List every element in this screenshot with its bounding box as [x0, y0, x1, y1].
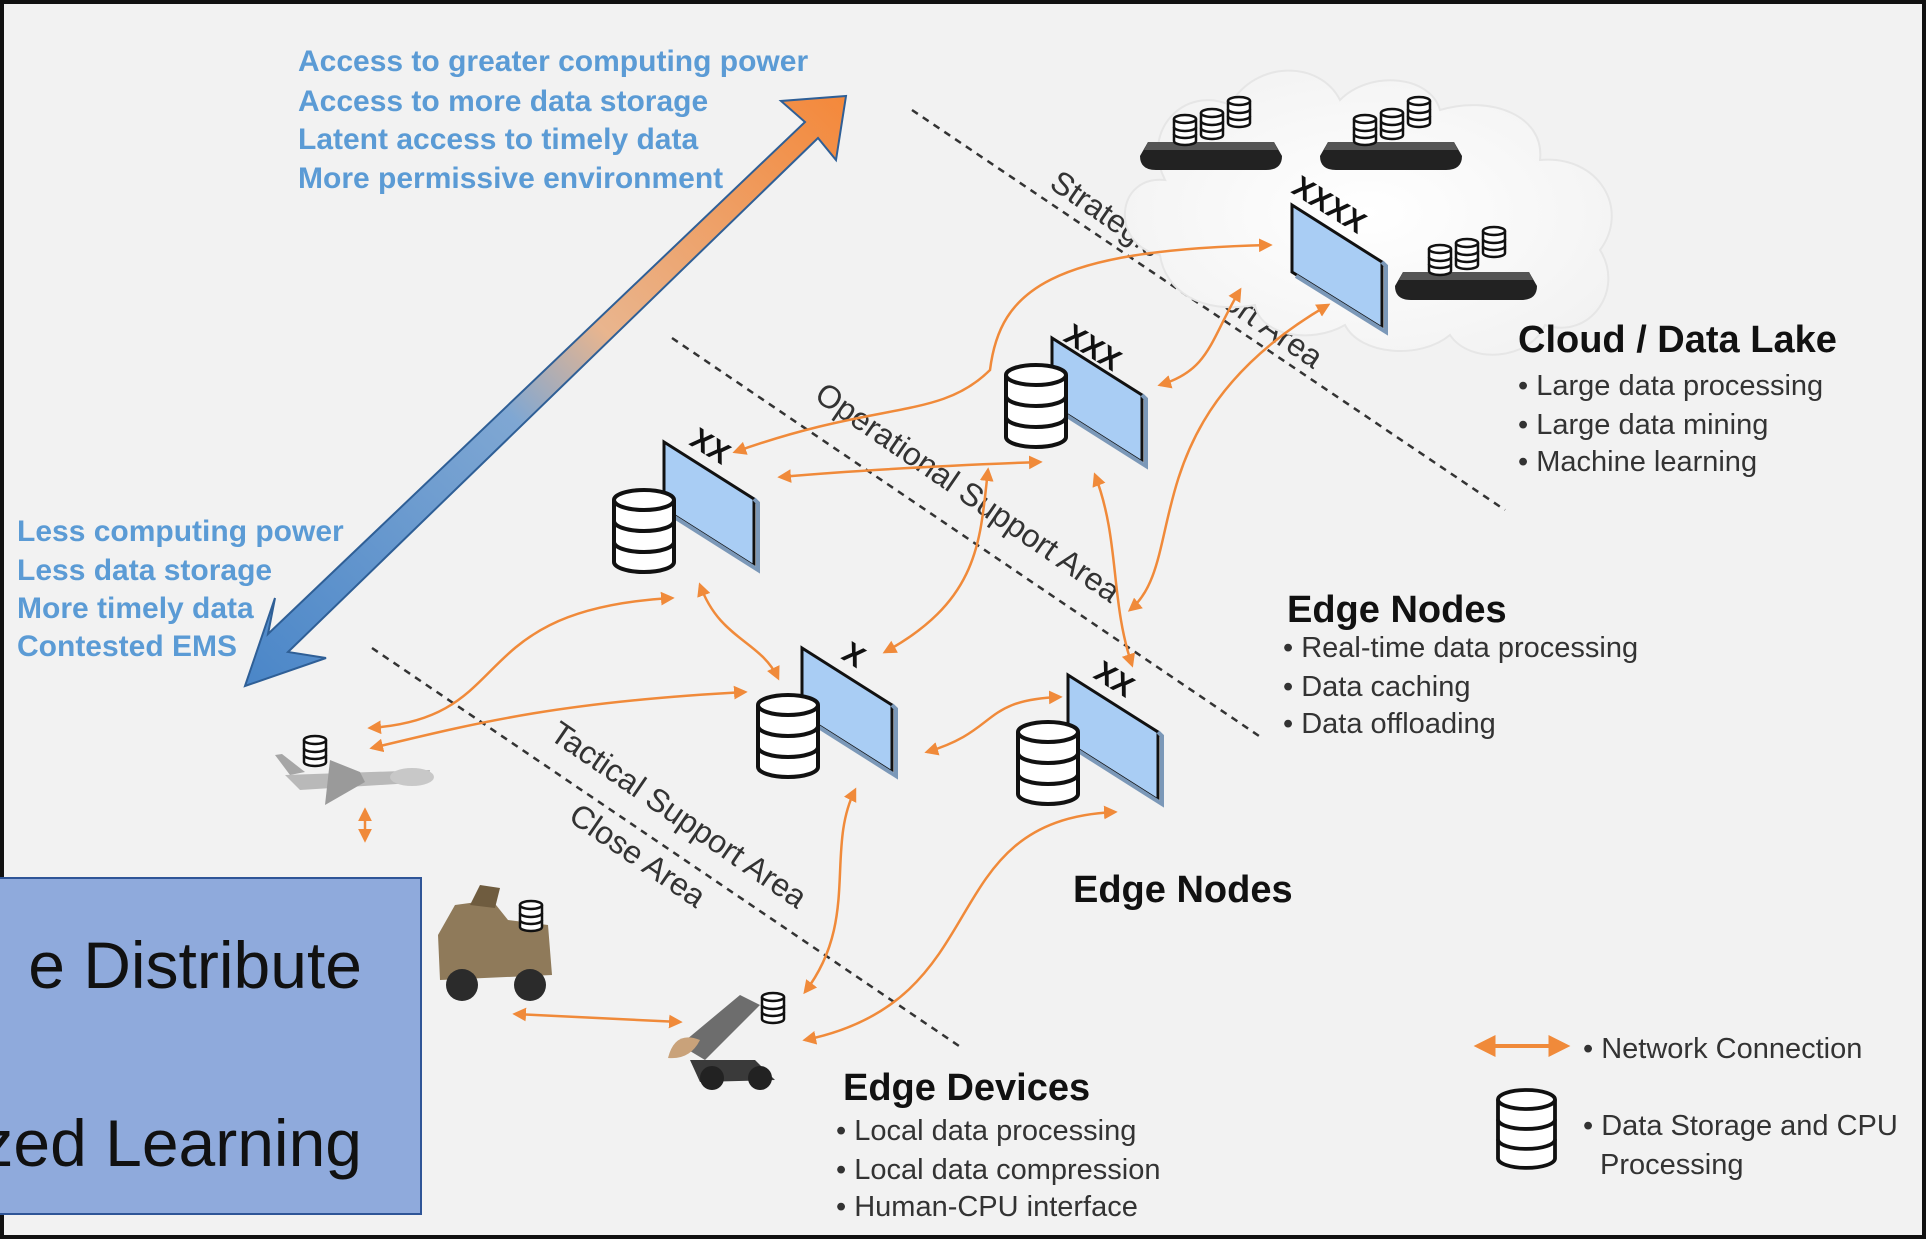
overlay-callout-box: e Distribute zed Learning [0, 877, 422, 1215]
edge-nodes-bullet-1: • Real-time data processing [1283, 632, 1638, 664]
bottom-label-4: Contested EMS [17, 630, 237, 663]
bottom-label-2: Less data storage [17, 554, 272, 587]
edge-nodes-title: Edge Nodes [1287, 589, 1507, 631]
legend-storage-label-2: Processing [1600, 1149, 1743, 1181]
overlay-line-2: zed Learning [0, 1106, 362, 1180]
legend-storage-icon [1496, 1088, 1557, 1170]
legend-storage-label-1: • Data Storage and CPU [1583, 1110, 1898, 1142]
top-label-1: Access to greater computing power [298, 45, 808, 78]
overlay-line-1: e Distribute [28, 928, 362, 1002]
top-label-2: Access to more data storage [298, 85, 708, 118]
drone-icon [275, 734, 434, 805]
upper-left-storage [612, 488, 676, 574]
edge-nodes-bullet-3: • Data offloading [1283, 708, 1496, 740]
missile-launcher-icon [668, 991, 786, 1090]
network-connections [358, 238, 1331, 1045]
edge-devices-bullet-1: • Local data processing [836, 1115, 1136, 1147]
edge-nodes-lower-title: Edge Nodes [1073, 869, 1293, 911]
bottom-gradient-labels: Less computing power Less data storage M… [17, 515, 344, 663]
edge-nodes-bullet-2: • Data caching [1283, 671, 1470, 703]
operational-storage [1004, 363, 1068, 449]
edge-devices-title: Edge Devices [843, 1067, 1090, 1109]
cloud-bullet-2: • Large data mining [1518, 409, 1768, 441]
legend-network-label: • Network Connection [1583, 1033, 1862, 1065]
edge-devices-bullet-3: • Human-CPU interface [836, 1191, 1138, 1223]
vehicle-icon [438, 885, 552, 1001]
top-label-4: More permissive environment [298, 162, 723, 195]
edge-devices-bullet-2: • Local data compression [836, 1154, 1161, 1186]
cloud-bullet-3: • Machine learning [1518, 446, 1757, 478]
lower-right-storage [1016, 720, 1080, 806]
top-gradient-labels: Access to greater computing power Access… [298, 45, 808, 195]
bottom-label-1: Less computing power [17, 515, 344, 548]
bottom-label-3: More timely data [17, 592, 254, 625]
top-label-3: Latent access to timely data [298, 123, 698, 156]
cloud-bullet-1: • Large data processing [1518, 370, 1823, 402]
legend: • Network Connection • Data Storage and … [1473, 1033, 1898, 1181]
center-storage [756, 693, 820, 779]
cloud-title: Cloud / Data Lake [1518, 319, 1837, 361]
capability-gradient-arrow [243, 94, 848, 688]
